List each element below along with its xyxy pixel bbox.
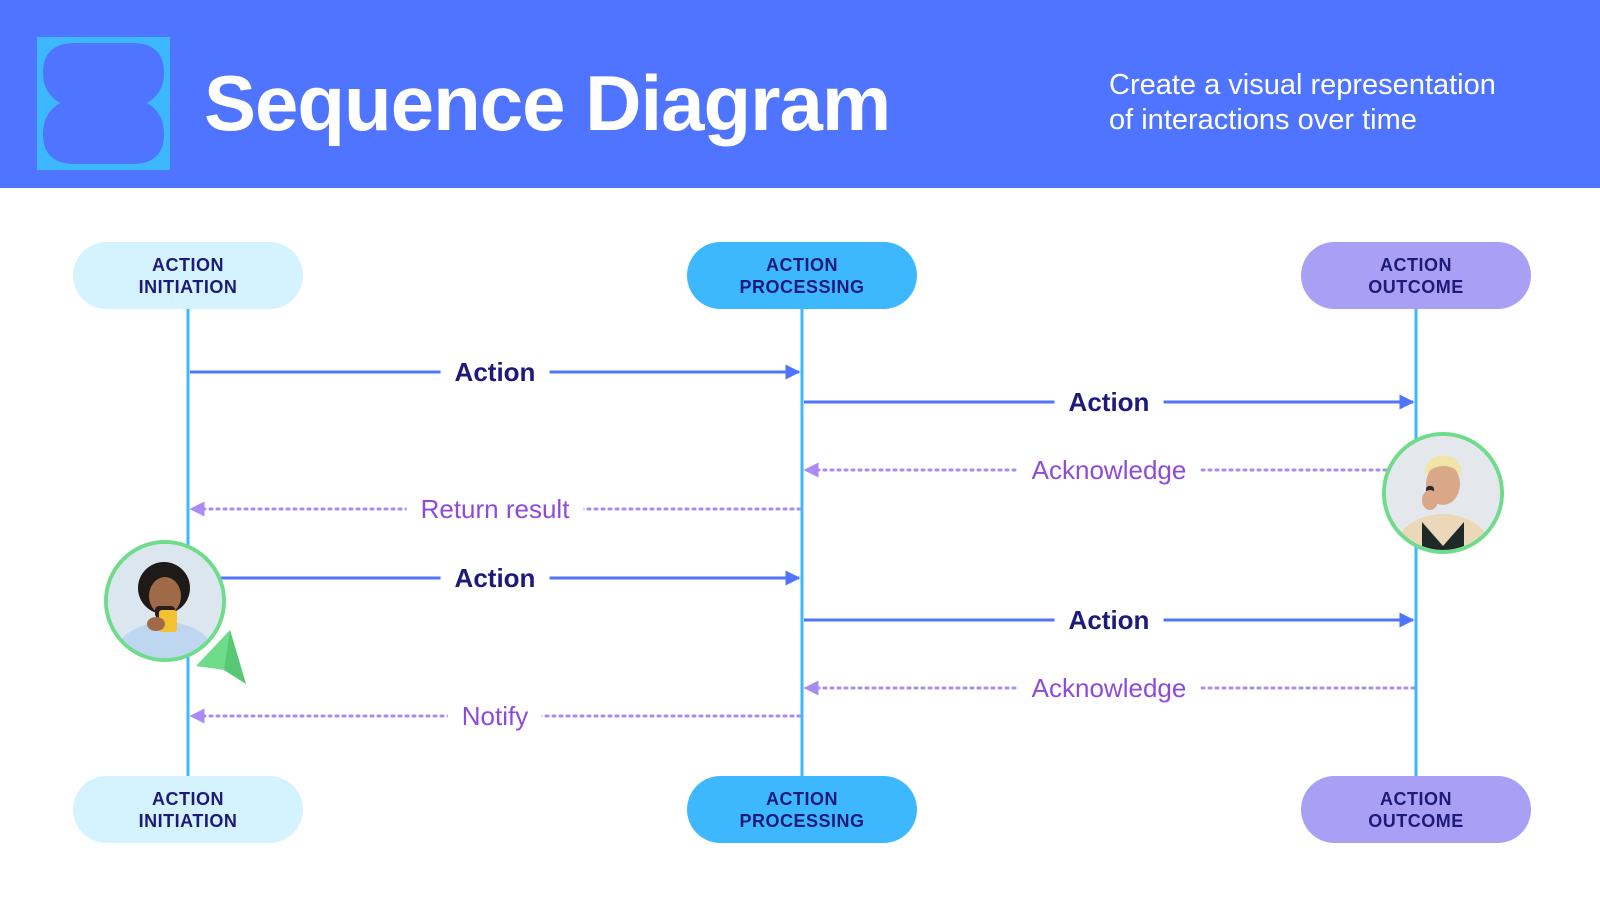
avatar-man-holding-mug [104, 540, 226, 662]
message-label: Notify [447, 701, 543, 731]
avatar-man-on-phone [1382, 432, 1504, 554]
subtitle-line-2: of interactions over time [1109, 104, 1417, 136]
page-subtitle: Create a visual representation of intera… [1109, 68, 1579, 138]
message-label: Acknowledge [1017, 455, 1201, 485]
participant-label-line1: ACTION [152, 788, 224, 809]
participant-label-line1: ACTION [1380, 788, 1452, 809]
message-label: Action [440, 563, 550, 593]
page-title: Sequence Diagram [204, 59, 891, 147]
message-label: Acknowledge [1017, 673, 1201, 703]
participant-label-line1: ACTION [766, 254, 838, 275]
message-label: Return result [406, 494, 584, 524]
green-pointer-icon [196, 630, 246, 684]
message-label: Action [1054, 605, 1164, 635]
header-banner: Sequence Diagram Create a visual represe… [0, 0, 1600, 188]
participant-label-line2: INITIATION [138, 810, 238, 831]
participant-processing-bottom: ACTION PROCESSING [687, 776, 917, 843]
participant-outcome-top: ACTION OUTCOME [1301, 242, 1531, 309]
participant-outcome-bottom: ACTION OUTCOME [1301, 776, 1531, 843]
message-label: Action [1054, 387, 1164, 417]
participant-processing-top: ACTION PROCESSING [687, 242, 917, 309]
participant-initiation-bottom: ACTION INITIATION [73, 776, 303, 843]
participant-label-line2: OUTCOME [1368, 276, 1464, 297]
message-label: Action [440, 357, 550, 387]
participant-label-line1: ACTION [152, 254, 224, 275]
subtitle-line-1: Create a visual representation [1109, 69, 1496, 101]
participant-label-line1: ACTION [1380, 254, 1452, 275]
person-photo-icon [1386, 436, 1500, 550]
participant-label-line2: OUTCOME [1368, 810, 1464, 831]
s-shape-logo-icon [37, 37, 170, 170]
participant-initiation-top: ACTION INITIATION [73, 242, 303, 309]
participant-label-line1: ACTION [766, 788, 838, 809]
participant-label-line2: INITIATION [138, 276, 238, 297]
participant-label-line2: PROCESSING [739, 276, 865, 297]
person-photo-icon [108, 544, 222, 658]
participant-label-line2: PROCESSING [739, 810, 865, 831]
